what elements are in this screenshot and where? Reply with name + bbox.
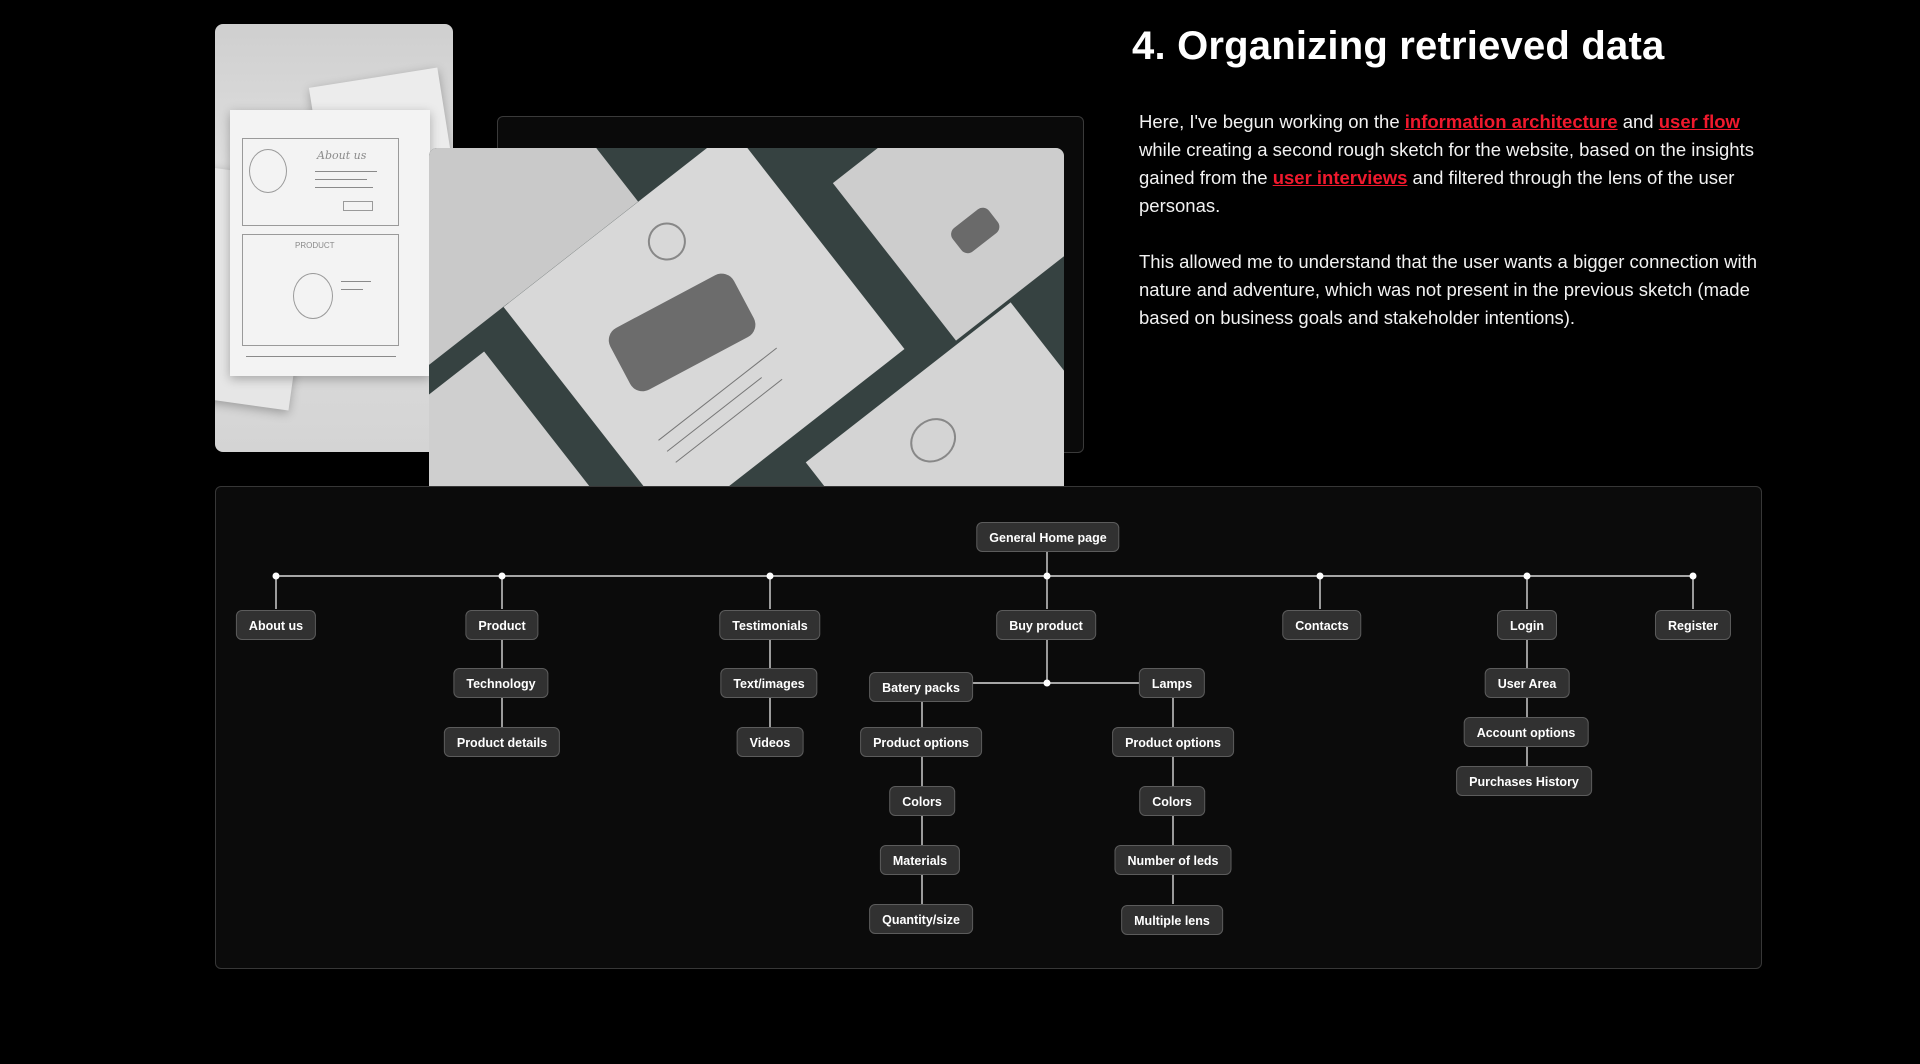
node-product: Product xyxy=(465,610,539,640)
junction-dot xyxy=(1523,572,1531,580)
insight-paragraph: This allowed me to understand that the u… xyxy=(1139,251,1758,328)
node-purchases-history: Purchases History xyxy=(1456,766,1592,796)
node-product-details: Product details xyxy=(443,727,561,757)
user-flow-link[interactable]: user flow xyxy=(1658,111,1740,132)
junction-dot xyxy=(1689,572,1697,580)
node-lamps-colors: Colors xyxy=(1139,786,1205,816)
node-lamps: Lamps xyxy=(1138,668,1206,698)
node-login: Login xyxy=(1496,610,1558,640)
user-interviews-link[interactable]: user interviews xyxy=(1272,167,1408,188)
node-testimonials: Testimonials xyxy=(719,610,821,640)
junction-dot xyxy=(1043,679,1051,687)
information-architecture-link[interactable]: information architecture xyxy=(1404,111,1618,132)
sketch-photo-wireframes: About us PRODUCT xyxy=(215,24,453,452)
node-contacts: Contacts xyxy=(1282,610,1362,640)
node-number-of-leds: Number of leds xyxy=(1114,845,1232,875)
node-lamps-product-options: Product options xyxy=(1112,727,1234,757)
node-batery-product-options: Product options xyxy=(860,727,982,757)
junction-dot xyxy=(1316,572,1324,580)
junction-dot xyxy=(272,572,280,580)
sketch-photo-rough-layout xyxy=(429,148,1064,510)
node-text-images: Text/images xyxy=(720,668,818,698)
node-quantity-size: Quantity/size xyxy=(869,904,973,934)
junction-dot xyxy=(498,572,506,580)
node-register: Register xyxy=(1654,610,1732,640)
node-batery-colors: Colors xyxy=(889,786,955,816)
node-videos: Videos xyxy=(736,727,804,757)
intro-paragraph: Here, I've begun working on the informat… xyxy=(1139,111,1754,216)
node-multiple-lens: Multiple lens xyxy=(1121,905,1223,935)
junction-dot xyxy=(766,572,774,580)
sketch-product-text: PRODUCT xyxy=(295,241,335,250)
node-buy-product: Buy product xyxy=(996,610,1096,640)
node-batery-packs: Batery packs xyxy=(869,672,973,702)
node-account-options: Account options xyxy=(1463,717,1589,747)
sketch-about-text: About us xyxy=(317,149,367,162)
node-user-area: User Area xyxy=(1484,668,1570,698)
junction-dot xyxy=(1043,572,1051,580)
node-about-us: About us xyxy=(235,610,317,640)
section-heading: 4. Organizing retrieved data xyxy=(1132,24,1665,68)
node-technology: Technology xyxy=(453,668,549,698)
node-general-home-page: General Home page xyxy=(976,522,1120,552)
node-materials: Materials xyxy=(879,845,961,875)
